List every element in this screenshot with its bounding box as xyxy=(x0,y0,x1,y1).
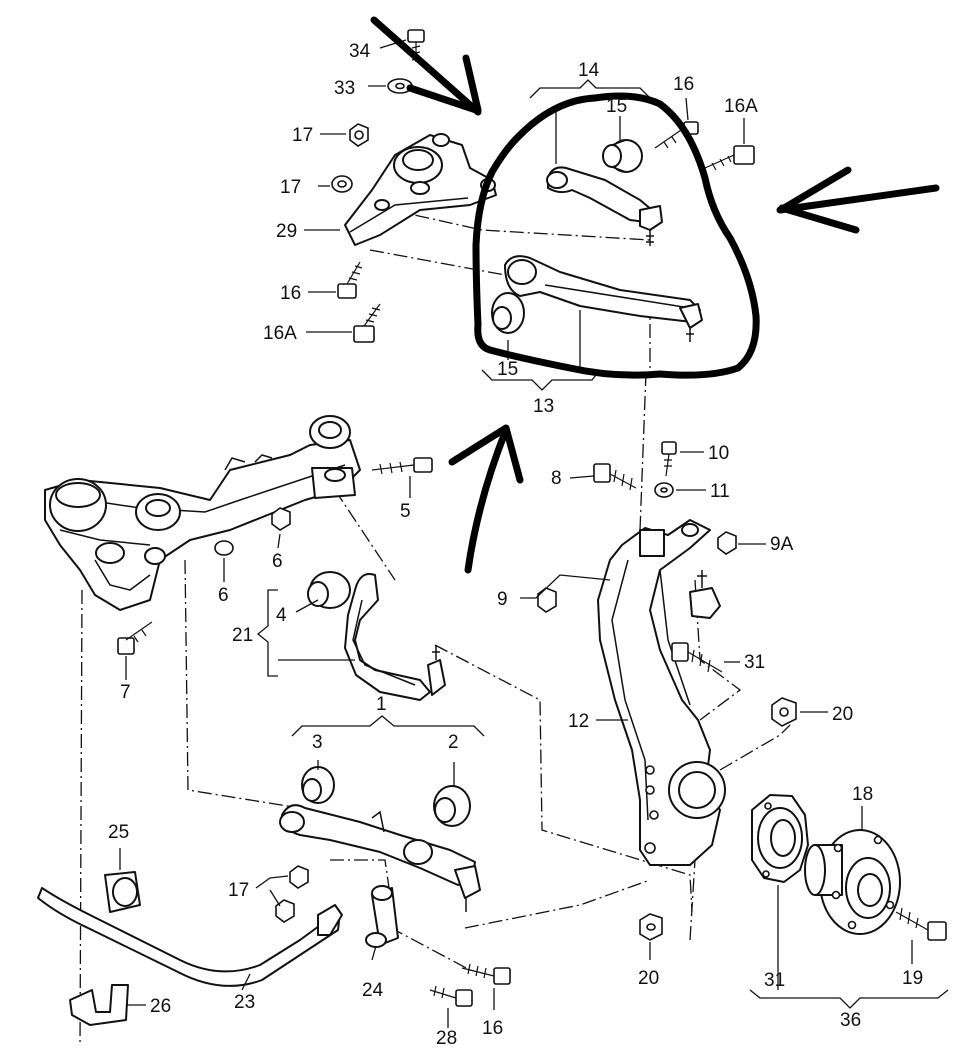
label-16: 16 xyxy=(482,1018,503,1039)
label-16: 16 xyxy=(280,283,301,304)
label-33: 33 xyxy=(334,78,355,99)
label-29: 29 xyxy=(276,221,297,242)
label-13: 13 xyxy=(533,396,554,417)
label-7: 7 xyxy=(120,682,131,703)
hand-drawn-markings xyxy=(370,16,940,574)
subframe-carrier xyxy=(44,439,361,611)
track-control-arm-1 xyxy=(279,804,481,912)
label-5: 5 xyxy=(400,501,411,522)
bolt-8 xyxy=(593,463,637,491)
coupling-rod-24 xyxy=(365,885,399,948)
bolt-16-left xyxy=(337,261,363,299)
callout-labels: 34 33 17 17 29 16 16A 14 15 16 16A 15 13… xyxy=(108,41,923,1049)
label-8: 8 xyxy=(551,468,562,489)
label-17: 17 xyxy=(228,880,249,901)
label-6: 6 xyxy=(218,585,229,606)
label-11: 11 xyxy=(710,481,730,502)
bolt-19 xyxy=(895,907,947,941)
label-6: 6 xyxy=(272,551,283,572)
label-14: 14 xyxy=(578,60,600,81)
label-12: 12 xyxy=(568,711,589,732)
label-36: 36 xyxy=(840,1010,861,1031)
arrow-right xyxy=(776,166,940,234)
bearing-bracket-29 xyxy=(344,133,497,246)
label-9A: 9A xyxy=(770,534,794,555)
bolt-28 xyxy=(429,985,473,1007)
washer-33 xyxy=(387,78,413,94)
leader-lines xyxy=(119,39,949,1028)
nut-9 xyxy=(537,587,557,613)
label-16: 16 xyxy=(673,74,694,95)
nut-20-top xyxy=(771,697,797,727)
bushing-mount-right xyxy=(309,415,356,499)
arrow-top-left xyxy=(370,16,482,116)
bolt-16A-left xyxy=(353,303,381,343)
bolt-34 xyxy=(407,29,425,62)
wheel-hub-18 xyxy=(804,829,901,935)
nut-6-left xyxy=(214,540,234,556)
label-16A: 16A xyxy=(263,323,297,344)
label-26: 26 xyxy=(150,996,171,1017)
upper-control-arm-14 xyxy=(546,166,663,246)
label-2: 2 xyxy=(448,732,459,753)
assembly-guide-lines xyxy=(79,209,791,1047)
label-25: 25 xyxy=(108,822,129,843)
arrow-up xyxy=(448,424,524,574)
label-24: 24 xyxy=(362,980,384,1001)
circle-annotation xyxy=(472,92,760,379)
bushing-3 xyxy=(301,766,335,804)
bushing-15-lower xyxy=(491,292,525,334)
label-19: 19 xyxy=(902,968,923,989)
lower-control-arm-13 xyxy=(504,255,703,342)
label-3: 3 xyxy=(312,732,323,753)
nut-9A xyxy=(717,531,737,555)
bushing-2 xyxy=(433,785,471,827)
stabilizer-bar-23 xyxy=(37,887,343,987)
bolt-5 xyxy=(371,457,433,475)
bushing-15-upper xyxy=(602,139,643,173)
bolt-7 xyxy=(117,621,153,655)
label-4: 4 xyxy=(276,605,287,626)
clamp-26 xyxy=(69,984,129,1026)
bolt-31-upper xyxy=(671,642,723,673)
label-10: 10 xyxy=(708,443,729,464)
label-28: 28 xyxy=(436,1028,457,1046)
label-20: 20 xyxy=(638,968,659,989)
label-23: 23 xyxy=(234,992,255,1013)
nut-17-lower-b xyxy=(275,899,295,923)
label-9: 9 xyxy=(497,589,508,610)
nut-17-lower-a xyxy=(289,865,309,889)
wheel-bearing-31 xyxy=(751,794,809,883)
guide-arm-21 xyxy=(344,573,446,701)
nut-20-bottom xyxy=(639,913,663,941)
bolt-16A-right xyxy=(704,145,755,171)
washer-11 xyxy=(654,482,674,498)
label-20: 20 xyxy=(832,704,853,725)
label-16A: 16A xyxy=(724,96,758,117)
label-31: 31 xyxy=(744,652,765,673)
mount-left xyxy=(49,478,125,564)
label-1: 1 xyxy=(376,694,387,715)
label-15: 15 xyxy=(497,359,518,380)
label-21: 21 xyxy=(232,625,253,646)
nut-6-right xyxy=(271,507,291,531)
bolt-16-lower xyxy=(461,963,511,985)
bushing-4 xyxy=(307,571,351,609)
mount-center xyxy=(135,493,181,565)
nut-17-second xyxy=(331,175,353,193)
bush-25 xyxy=(104,871,141,913)
bolt-10 xyxy=(661,441,677,477)
label-17: 17 xyxy=(292,125,313,146)
ball-joint-knuckle xyxy=(689,570,721,619)
wheel-bearing-housing-12 xyxy=(597,519,726,866)
label-17: 17 xyxy=(280,177,301,198)
label-31: 31 xyxy=(764,970,785,991)
label-15: 15 xyxy=(606,96,627,117)
label-18: 18 xyxy=(852,784,873,805)
nut-17-top xyxy=(349,123,369,147)
label-34: 34 xyxy=(349,41,371,62)
